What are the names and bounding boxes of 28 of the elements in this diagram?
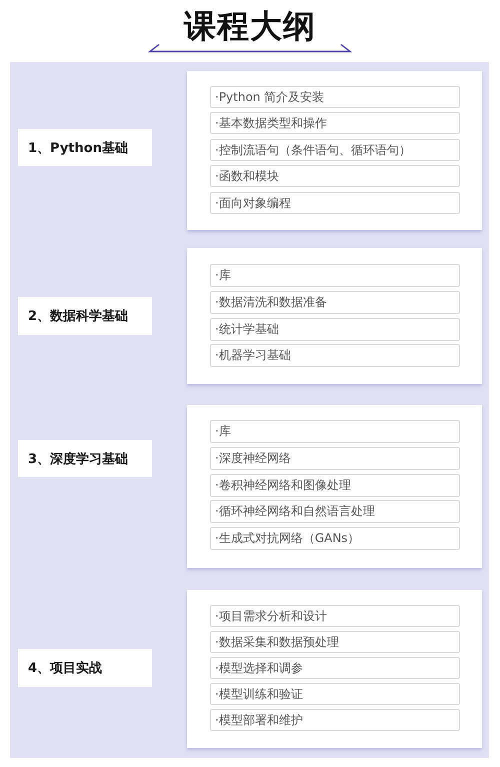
- section-heading: 1、Python基础: [18, 129, 152, 166]
- topic-item: ·项目需求分析和设计: [210, 605, 460, 627]
- topic-item: ·基本数据类型和操作: [210, 112, 460, 134]
- section-heading: 3、深度学习基础: [18, 440, 152, 477]
- topic-item: ·深度神经网络: [210, 447, 460, 470]
- topic-item: ·库: [210, 264, 460, 287]
- topic-item: ·循环神经网络和自然语言处理: [210, 500, 460, 523]
- section-heading: 2、数据科学基础: [18, 297, 152, 335]
- topic-item: ·生成式对抗网络（GANs）: [210, 527, 460, 550]
- topic-item: ·数据采集和数据预处理: [210, 631, 460, 653]
- topic-item: ·模型训练和验证: [210, 683, 460, 705]
- topic-item: ·函数和模块: [210, 165, 460, 187]
- topic-card: [187, 248, 482, 384]
- topic-card: [187, 71, 482, 230]
- topic-item: ·统计学基础: [210, 318, 460, 341]
- topic-item: ·模型选择和调参: [210, 657, 460, 679]
- topic-card: [187, 405, 482, 568]
- topic-item: ·Python 简介及安装: [210, 86, 460, 108]
- topic-item: ·控制流语句（条件语句、循环语句）: [210, 139, 460, 161]
- topic-item: ·模型部署和维护: [210, 709, 460, 731]
- title: 课程大纲: [184, 8, 316, 44]
- topic-card: [187, 590, 482, 748]
- topic-item: ·数据清洗和数据准备: [210, 291, 460, 314]
- topic-item: ·机器学习基础: [210, 344, 460, 367]
- topic-item: ·面向对象编程: [210, 192, 460, 214]
- section-heading: 4、项目实战: [18, 649, 152, 687]
- topic-item: ·库: [210, 420, 460, 443]
- topic-item: ·卷积神经网络和图像处理: [210, 474, 460, 497]
